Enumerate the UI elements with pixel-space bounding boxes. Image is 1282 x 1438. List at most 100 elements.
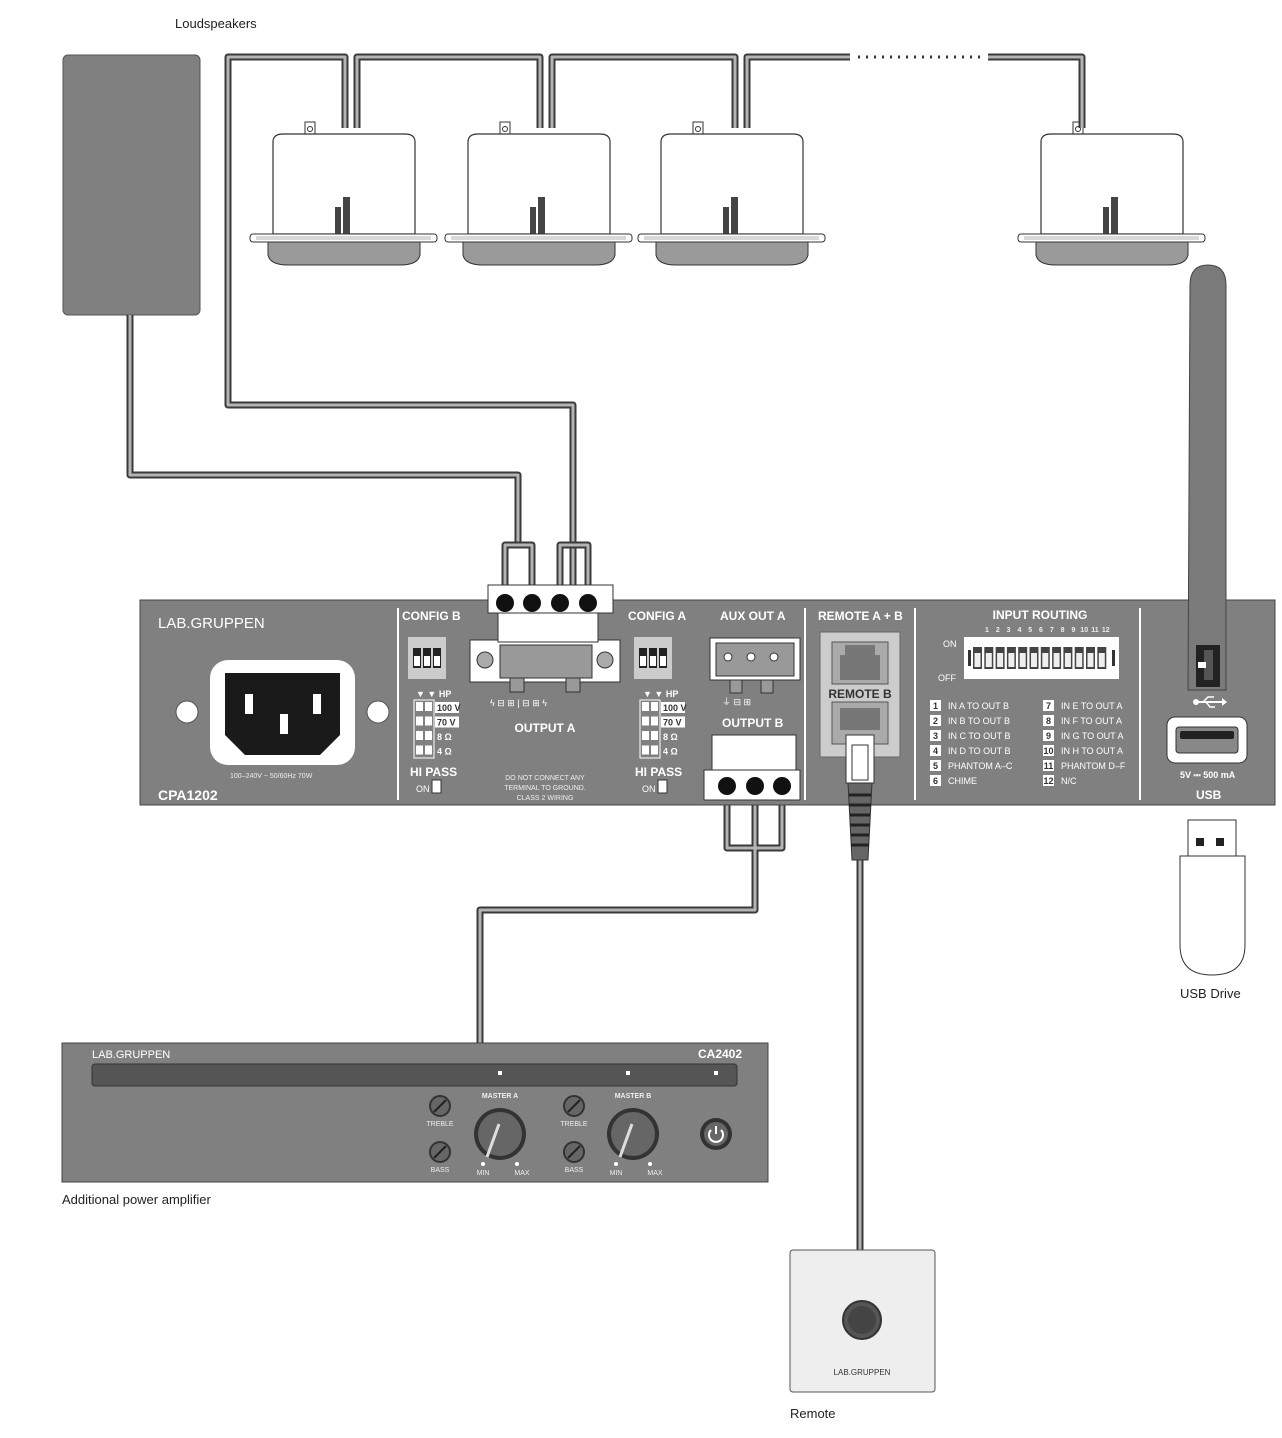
routing-item-label: IN C TO OUT B — [948, 731, 1011, 741]
dip-number-5: 5 — [1028, 627, 1032, 634]
master-b-label: MASTER B — [615, 1093, 652, 1100]
usb-icon — [1193, 696, 1227, 708]
routing-item-label: IN G TO OUT A — [1061, 731, 1124, 741]
cpa-model: CPA1202 — [158, 787, 218, 803]
bass-label: BASS — [431, 1167, 450, 1174]
bass-label: BASS — [565, 1167, 584, 1174]
screw-icon — [175, 700, 199, 724]
power-button[interactable] — [700, 1118, 732, 1150]
amp-model: CA2402 — [698, 1047, 742, 1061]
routing-item-label: IN E TO OUT A — [1061, 701, 1123, 711]
loudspeakers-label: Loudspeakers — [175, 16, 257, 31]
hi-pass-on-label: ON — [416, 784, 430, 794]
routing-item-number: 3 — [933, 731, 938, 741]
routing-item-label: IN A TO OUT B — [948, 701, 1009, 711]
output-b-plug[interactable] — [703, 734, 801, 801]
config-b-dip-switch[interactable] — [408, 637, 446, 679]
rj45-port-a[interactable] — [831, 641, 889, 685]
config-a-dip-switch[interactable] — [634, 637, 672, 679]
ca2402-amplifier: LAB.GRUPPEN CA2402 TREBLE BASS MASTER A MIN… — [61, 1042, 769, 1183]
routing-item-label: PHANTOM D–F — [1061, 761, 1126, 771]
dip-number-7: 7 — [1050, 627, 1054, 634]
aux-out-a-connector[interactable] — [709, 637, 801, 694]
loudspeaker-1 — [249, 121, 438, 266]
treble-label: TREBLE — [560, 1121, 588, 1128]
hi-pass-b-switch[interactable] — [431, 779, 442, 794]
routing-item-label: CHIME — [948, 776, 977, 786]
output-b-label: OUTPUT B — [722, 716, 784, 730]
config-option-0: 100 V — [437, 703, 461, 713]
routing-item-number: 5 — [933, 761, 938, 771]
output-a-terminal-markings: ϟ ⊟ ⊞ | ⊟ ⊞ ϟ — [490, 698, 547, 708]
hi-pass-on-label: ON — [642, 784, 656, 794]
speaker-wiring — [126, 53, 1086, 600]
dip-number-3: 3 — [1007, 627, 1011, 634]
cpa1202-rear-panel: LAB.GRUPPEN CPA1202 100–240V ~ 50/60Hz 7… — [139, 584, 1276, 861]
warning-line-2: TERMINAL TO GROUND. — [504, 785, 586, 792]
routing-item-number: 8 — [1046, 716, 1051, 726]
config-a-label: CONFIG A — [628, 609, 687, 623]
input-routing-title: INPUT ROUTING — [993, 608, 1088, 622]
remote-label: Remote — [790, 1406, 836, 1421]
config-option-1: 70 V — [663, 718, 682, 728]
remote-b-label: REMOTE B — [828, 687, 892, 701]
config-option-3: 4 Ω — [663, 747, 678, 757]
hi-pass-label: HI PASS — [410, 765, 457, 779]
config-b-label: CONFIG B — [402, 609, 461, 623]
routing-item-label: IN H TO OUT A — [1061, 746, 1123, 756]
power-supply — [62, 54, 201, 316]
routing-item-label: IN D TO OUT B — [948, 746, 1011, 756]
routing-item-number: 10 — [1043, 746, 1053, 756]
cpa-brand-logo: LAB.GRUPPEN — [158, 615, 265, 632]
dip-number-8: 8 — [1061, 627, 1065, 634]
dip-on-label: ON — [943, 639, 957, 649]
aux-out-a-label: AUX OUT A — [720, 609, 786, 623]
hp-label: ▼ ▼ HP — [643, 689, 678, 699]
screw-icon — [366, 700, 390, 724]
rj45-plug — [845, 734, 875, 861]
routing-item-number: 12 — [1043, 776, 1053, 786]
dip-number-11: 11 — [1091, 627, 1099, 634]
routing-item-number: 4 — [933, 746, 938, 756]
routing-item-label: IN F TO OUT A — [1061, 716, 1122, 726]
output-a-label: OUTPUT A — [515, 721, 576, 735]
dip-number-12: 12 — [1102, 627, 1110, 634]
remote-panel: LAB.GRUPPEN — [789, 1249, 936, 1393]
config-option-3: 4 Ω — [437, 747, 452, 757]
aux-terminal-markings: ⏚ ⊟ ⊞ — [722, 697, 751, 707]
additional-amp-label: Additional power amplifier — [62, 1192, 212, 1207]
routing-item-label: N/C — [1061, 776, 1077, 786]
hi-pass-label: HI PASS — [635, 765, 682, 779]
led-display-bar — [91, 1063, 738, 1087]
loudspeaker-2 — [444, 121, 633, 266]
hi-pass-a-switch[interactable] — [657, 779, 668, 794]
config-option-0: 100 V — [663, 703, 687, 713]
loudspeaker-4 — [1017, 121, 1206, 266]
usb-drive — [1179, 819, 1246, 976]
treble-label: TREBLE — [426, 1121, 454, 1128]
dip-number-9: 9 — [1071, 627, 1075, 634]
config-option-2: 8 Ω — [437, 732, 452, 742]
rj45-port-b[interactable] — [831, 701, 889, 745]
remote-ab-label: REMOTE A + B — [818, 609, 903, 623]
amplifier-wiring — [476, 790, 786, 1045]
routing-item-number: 7 — [1046, 701, 1051, 711]
min-label: MIN — [610, 1170, 623, 1177]
routing-item-label: IN B TO OUT B — [948, 716, 1010, 726]
amp-brand-logo: LAB.GRUPPEN — [92, 1049, 170, 1061]
dip-number-6: 6 — [1039, 627, 1043, 634]
warning-line-3: CLASS 2 WIRING — [517, 795, 574, 802]
dip-off-label: OFF — [938, 673, 956, 683]
routing-item-number: 2 — [933, 716, 938, 726]
warning-line-1: DO NOT CONNECT ANY — [505, 775, 585, 782]
wifi-antenna[interactable] — [1187, 264, 1227, 691]
output-a-plug[interactable] — [487, 584, 614, 643]
master-a-label: MASTER A — [482, 1093, 518, 1100]
power-rating: 100–240V ~ 50/60Hz 70W — [230, 773, 313, 780]
min-label: MIN — [477, 1170, 490, 1177]
remote-brand-logo: LAB.GRUPPEN — [834, 1368, 891, 1377]
routing-item-number: 11 — [1044, 761, 1054, 771]
usb-label: USB — [1196, 788, 1222, 802]
dip-number-10: 10 — [1080, 627, 1088, 634]
